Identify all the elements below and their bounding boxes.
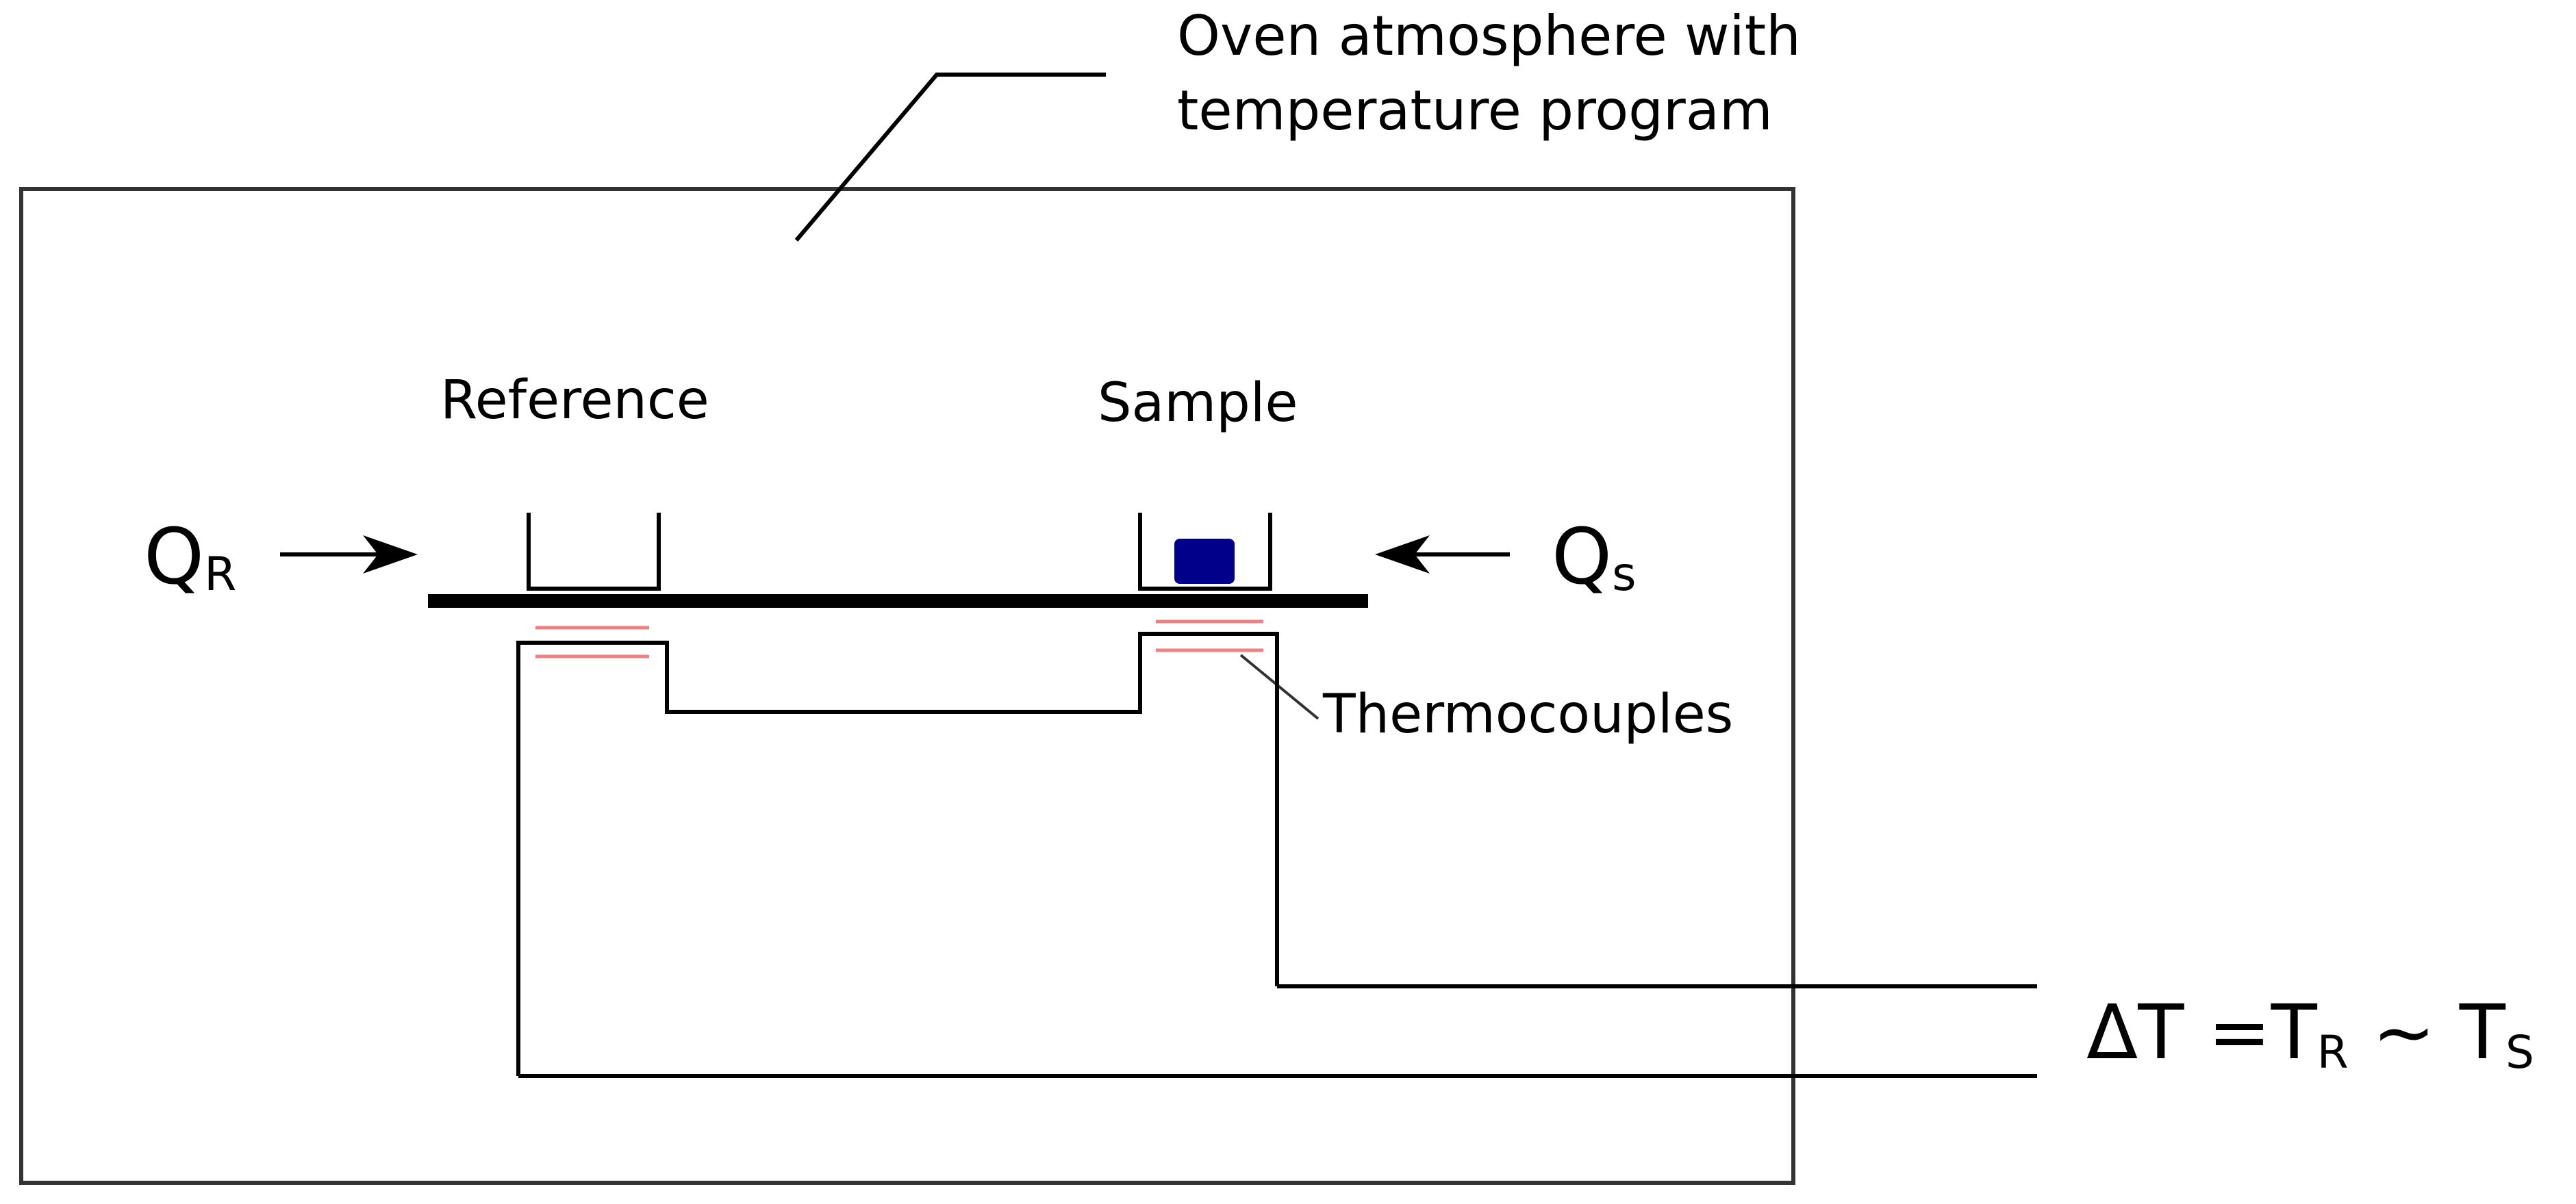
heat-plate [428, 594, 1368, 608]
thermocouple-sample [1156, 619, 1263, 652]
thermocouple-wire-connector [516, 632, 1279, 1076]
oven-label-line1: Oven atmosphere with [1177, 4, 1801, 68]
heat-flow-label-sample: Qs [1552, 513, 1637, 602]
reference-pan [527, 513, 661, 591]
oven-frame [19, 187, 1795, 1185]
oven-label-line2: temperature program [1177, 79, 1773, 142]
sample-label: Sample [1098, 372, 1298, 434]
sample-material [1174, 539, 1235, 584]
oven-callout-line [794, 73, 1106, 242]
sample-pan [1138, 513, 1272, 591]
delta-t-formula: ΔT =TR ~ TS [2086, 988, 2534, 1079]
thermocouple-reference [535, 626, 649, 658]
thermocouples-label: Thermocouples [1322, 684, 1733, 745]
heat-flow-arrow-sample [1375, 535, 1510, 574]
heat-flow-label-reference: QR [144, 513, 236, 602]
reference-label: Reference [440, 370, 709, 431]
thermocouple-callout-line [1239, 654, 1319, 720]
heat-flow-arrow-reference [280, 535, 418, 574]
